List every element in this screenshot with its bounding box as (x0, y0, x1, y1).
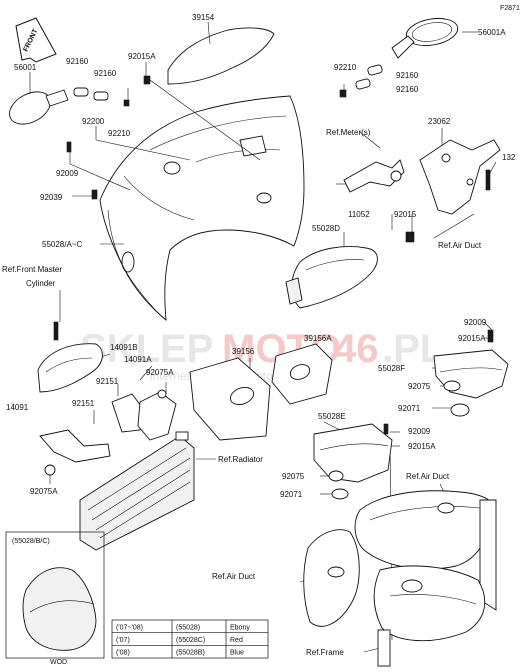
grommet-92071-b (331, 488, 349, 500)
label-92009-b: 92009 (464, 318, 487, 327)
label-ref-radiator: Ref.Radiator (218, 455, 263, 464)
meter-bracket-11052 (343, 159, 405, 193)
label-23062: 23062 (428, 117, 451, 126)
front-master-cylinder-stay (37, 343, 103, 393)
label-92015A-top: 92015A (128, 52, 156, 61)
label-92075-b: 92075 (282, 472, 305, 481)
label-39154: 39154 (192, 13, 215, 22)
label-ref-meter: Ref.Meter(s) (326, 128, 371, 137)
row-3-year: ('08) (116, 650, 130, 657)
main-fairing-55028 (99, 95, 305, 322)
row-2-color: Red (230, 637, 243, 644)
label-92009-c: 92009 (408, 427, 431, 436)
label-14091A: 14091A (124, 355, 152, 364)
label-92210-b: 92210 (108, 129, 131, 138)
label-56001A: 56001A (478, 28, 506, 37)
label-ref-frame: Ref.Frame (306, 648, 344, 657)
inset-title: (55028/B/C) (12, 538, 50, 545)
label-92200: 92200 (82, 117, 105, 126)
plate-92160-c (367, 64, 383, 76)
bolt-group (53, 75, 494, 435)
side-panel-55028E (313, 423, 393, 483)
label-14091B: 14091B (110, 343, 138, 352)
row-1-color: Ebony (230, 625, 250, 632)
figure-id: F2871 (500, 5, 520, 12)
plate-92160-b (93, 91, 109, 101)
watermark-part3: 46 (334, 327, 379, 371)
mirror-left (9, 72, 69, 125)
label-92160-b: 92160 (94, 69, 117, 78)
row-3-part: (55028B) (176, 650, 205, 657)
bracket-14091 (39, 429, 111, 463)
side-panel-55028F (433, 349, 509, 399)
label-92075A-a: 92075A (146, 368, 174, 377)
grommet-92071-a (450, 403, 470, 417)
label-ref-air-duct-2: Ref.Air Duct (406, 472, 450, 481)
label-92015: 92015 (394, 210, 417, 219)
inset-box (5, 531, 105, 659)
label-92160-d: 92160 (396, 85, 419, 94)
inset-caption: WOD (50, 659, 67, 666)
label-92160-c: 92160 (396, 71, 419, 80)
label-39156: 39156 (232, 347, 255, 356)
front-arrow-icon: FRONT (15, 17, 57, 63)
label-14091: 14091 (6, 403, 29, 412)
upper-cowl-39154 (167, 27, 275, 85)
plate-92160-d (355, 78, 371, 90)
label-55028D: 55028D (312, 224, 340, 233)
label-ref-front-master: Ref.Front Master (2, 265, 62, 274)
label-92015A-b: 92015A (458, 334, 486, 343)
label-92160-a: 92160 (66, 57, 89, 66)
radiator-reference (79, 431, 195, 551)
label-55028E: 55028E (318, 412, 346, 421)
label-92151-a: 92151 (96, 377, 119, 386)
label-92151-b: 92151 (72, 399, 95, 408)
row-1-part: (55028) (176, 625, 200, 632)
label-92075-a: 92075 (408, 382, 431, 391)
label-92075A-b: 92075A (30, 487, 58, 496)
grommet-92075-b (328, 470, 344, 482)
label-132: 132 (502, 153, 516, 162)
label-92071-b: 92071 (280, 490, 303, 499)
part-labels: 39154 56001A 56001 92160 92160 92015A 92… (2, 13, 516, 657)
label-92009-a: 92009 (56, 169, 79, 178)
bracket-14091A (137, 391, 177, 441)
air-duct-reference (354, 490, 497, 611)
row-1-year: ('07~'08) (116, 625, 143, 632)
label-92015A-c: 92015A (408, 442, 436, 451)
grommet-92075-a (443, 380, 461, 392)
label-92210-a: 92210 (334, 63, 357, 72)
inset-fairing (22, 567, 97, 651)
label-92071-a: 92071 (398, 404, 421, 413)
row-2-year: ('07) (116, 637, 130, 644)
label-ref-air-duct-3: Ref.Air Duct (212, 572, 256, 581)
plate-92160-a (73, 87, 89, 97)
color-table: ('07~'08) (55028) Ebony ('07) (55028C) R… (111, 619, 269, 659)
label-ref-air-duct-1: Ref.Air Duct (438, 241, 482, 250)
label-11052: 11052 (348, 210, 370, 219)
inner-panel-55028D (285, 246, 378, 309)
label-92039: 92039 (40, 193, 63, 202)
stay-bracket-23062 (419, 139, 501, 215)
lower-duct-panel (303, 529, 360, 627)
watermark-part1: SKLEP (80, 327, 213, 371)
row-3-color: Blue (230, 650, 244, 657)
frame-reference (373, 565, 486, 667)
label-39156A: 39156A (304, 334, 332, 343)
row-2-part: (55028C) (176, 637, 205, 644)
watermark-part4: .PL (382, 327, 444, 371)
label-56001: 56001 (14, 63, 37, 72)
label-55028-AC: 55028/A~C (42, 240, 82, 249)
label-55028F: 55028F (378, 364, 405, 373)
label-cylinder: Cylinder (26, 279, 56, 288)
mirror-right (391, 17, 478, 59)
